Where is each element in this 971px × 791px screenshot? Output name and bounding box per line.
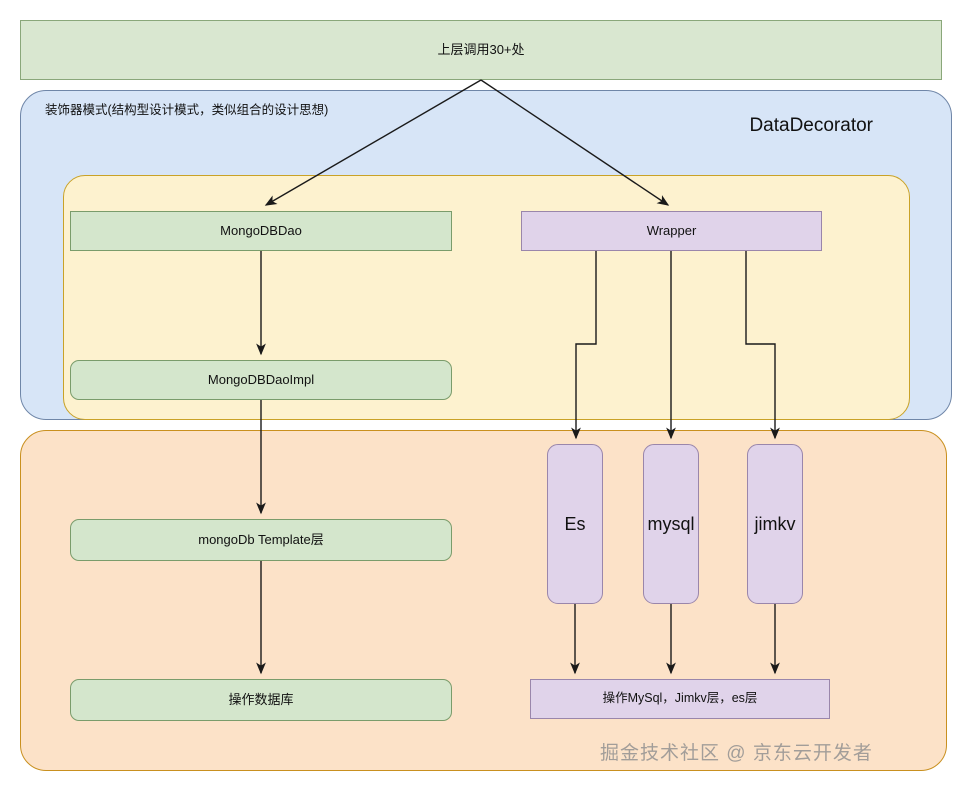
- node-mysql[interactable]: mysql: [643, 444, 699, 604]
- node-mysql-label: mysql: [647, 513, 695, 534]
- node-jimkv[interactable]: jimkv: [747, 444, 803, 604]
- node-jimkv-label: jimkv: [754, 513, 796, 534]
- node-es-label: Es: [564, 513, 586, 534]
- node-mongodb-template-label: mongoDb Template层: [198, 531, 324, 547]
- node-top-caller-label: 上层调用30+处: [437, 41, 525, 57]
- node-operate-db-label: 操作数据库: [228, 691, 294, 707]
- node-mongodb-template[interactable]: mongoDb Template层: [70, 519, 452, 561]
- node-wrapper-label: Wrapper: [646, 222, 697, 238]
- node-wrapper[interactable]: Wrapper: [521, 211, 822, 251]
- node-mongodbdao-label: MongoDBDao: [220, 222, 302, 238]
- node-operate-stores[interactable]: 操作MySql，Jimkv层，es层: [530, 679, 830, 719]
- node-top-caller[interactable]: 上层调用30+处: [20, 20, 942, 80]
- node-mongodbdaoimpl-label: MongoDBDaoImpl: [207, 371, 315, 387]
- node-mongodbdaoimpl[interactable]: MongoDBDaoImpl: [70, 360, 452, 400]
- node-mongodbdao[interactable]: MongoDBDao: [70, 211, 452, 251]
- node-operate-db[interactable]: 操作数据库: [70, 679, 452, 721]
- node-es[interactable]: Es: [547, 444, 603, 604]
- decorator-title: DataDecorator: [749, 115, 873, 136]
- decorator-subtitle: 装饰器模式(结构型设计模式，类似组合的设计思想): [45, 103, 329, 117]
- watermark: 掘金技术社区 @ 京东云开发者: [600, 743, 873, 764]
- node-operate-stores-label: 操作MySql，Jimkv层，es层: [602, 691, 758, 706]
